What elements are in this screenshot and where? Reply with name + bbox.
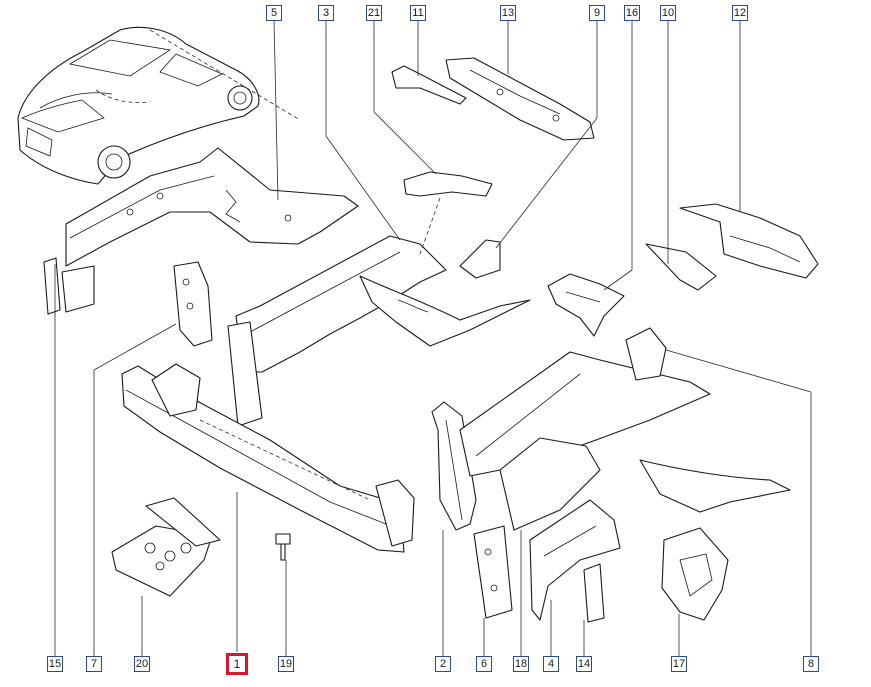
part-4-upright	[529, 499, 621, 621]
callout-16[interactable]: 16	[624, 5, 640, 21]
part-7-bracket	[173, 261, 213, 347]
part-20-fastener-kit	[111, 497, 221, 597]
car-to-parts-dash	[149, 29, 301, 121]
part-1-bumper-beam	[121, 363, 415, 553]
part-16-bracket	[547, 273, 625, 337]
callout-7[interactable]: 7	[86, 656, 102, 672]
bracket-21-dash	[419, 197, 441, 255]
part-13-member	[445, 57, 595, 141]
leader-lines	[54, 19, 812, 656]
beam-dash	[199, 419, 371, 501]
callout-21[interactable]: 21	[366, 5, 382, 21]
callout-9[interactable]: 9	[589, 5, 605, 21]
callout-19[interactable]: 19	[278, 656, 294, 672]
part-5-side-member	[65, 147, 359, 267]
part-3-side-member	[227, 235, 531, 427]
callout-18[interactable]: 18	[513, 656, 529, 672]
callout-4[interactable]: 4	[543, 656, 559, 672]
callout-5[interactable]: 5	[266, 5, 282, 21]
callout-12[interactable]: 12	[732, 5, 748, 21]
callout-13[interactable]: 13	[500, 5, 516, 21]
callout-2[interactable]: 2	[435, 656, 451, 672]
callout-14[interactable]: 14	[576, 656, 592, 672]
part-18-inner-panel	[499, 437, 601, 531]
part-11-bracket	[391, 65, 467, 105]
callout-11[interactable]: 11	[410, 5, 426, 21]
callout-6[interactable]: 6	[476, 656, 492, 672]
part-10-bracket	[645, 243, 717, 291]
callout-10[interactable]: 10	[660, 5, 676, 21]
part-21-bracket	[403, 171, 493, 197]
part-15-bracket	[43, 257, 95, 315]
part-14-small-bracket	[583, 563, 605, 623]
car-thumbnail	[17, 26, 260, 185]
part-8-side-member	[459, 327, 791, 513]
callout-8[interactable]: 8	[803, 656, 819, 672]
part-12-member	[679, 203, 819, 279]
callout-15[interactable]: 15	[47, 656, 63, 672]
part-9-bracket	[459, 239, 501, 279]
callout-3[interactable]: 3	[318, 5, 334, 21]
part-6-plate	[473, 525, 513, 619]
callout-17[interactable]: 17	[671, 656, 687, 672]
callout-20[interactable]: 20	[134, 656, 150, 672]
callout-1-highlighted[interactable]: 1	[226, 653, 248, 675]
part-19-bolt	[275, 533, 291, 561]
part-17-mount-plate	[661, 527, 729, 621]
